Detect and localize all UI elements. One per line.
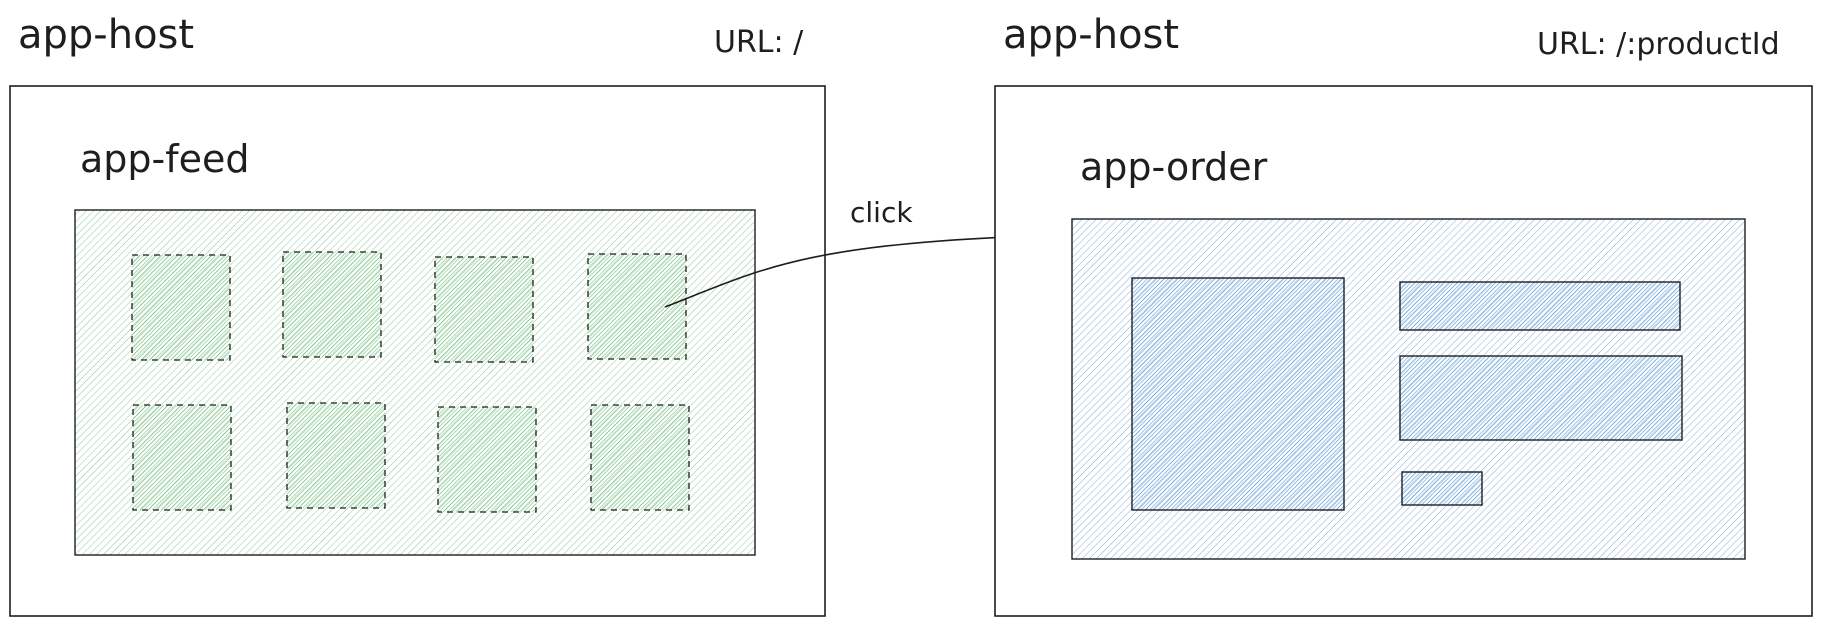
left-host-label: app-host	[18, 12, 194, 58]
product-title-placeholder	[1399, 281, 1681, 331]
order-label: app-order	[1080, 145, 1268, 189]
product-tile[interactable]	[131, 254, 231, 361]
product-tile[interactable]	[282, 251, 382, 358]
left-url-label: URL: /	[714, 25, 804, 60]
product-tile[interactable]	[587, 253, 687, 360]
order-button-placeholder[interactable]	[1401, 471, 1483, 506]
product-tile[interactable]	[437, 406, 537, 513]
left-panel: app-host URL: / app-feed	[9, 12, 826, 617]
right-url-label: URL: /:productId	[1537, 27, 1780, 62]
product-tile[interactable]	[434, 256, 534, 363]
product-tile[interactable]	[286, 402, 386, 509]
product-tile[interactable]	[132, 404, 232, 511]
feed-label: app-feed	[80, 137, 250, 181]
product-image-placeholder	[1131, 277, 1345, 511]
right-panel: app-host URL: /:productId app-order	[994, 12, 1813, 617]
product-tile[interactable]	[590, 404, 690, 511]
arrow-label: click	[850, 196, 913, 229]
arrow-line	[664, 235, 1031, 308]
product-description-placeholder	[1399, 355, 1683, 441]
right-host-label: app-host	[1003, 12, 1179, 58]
